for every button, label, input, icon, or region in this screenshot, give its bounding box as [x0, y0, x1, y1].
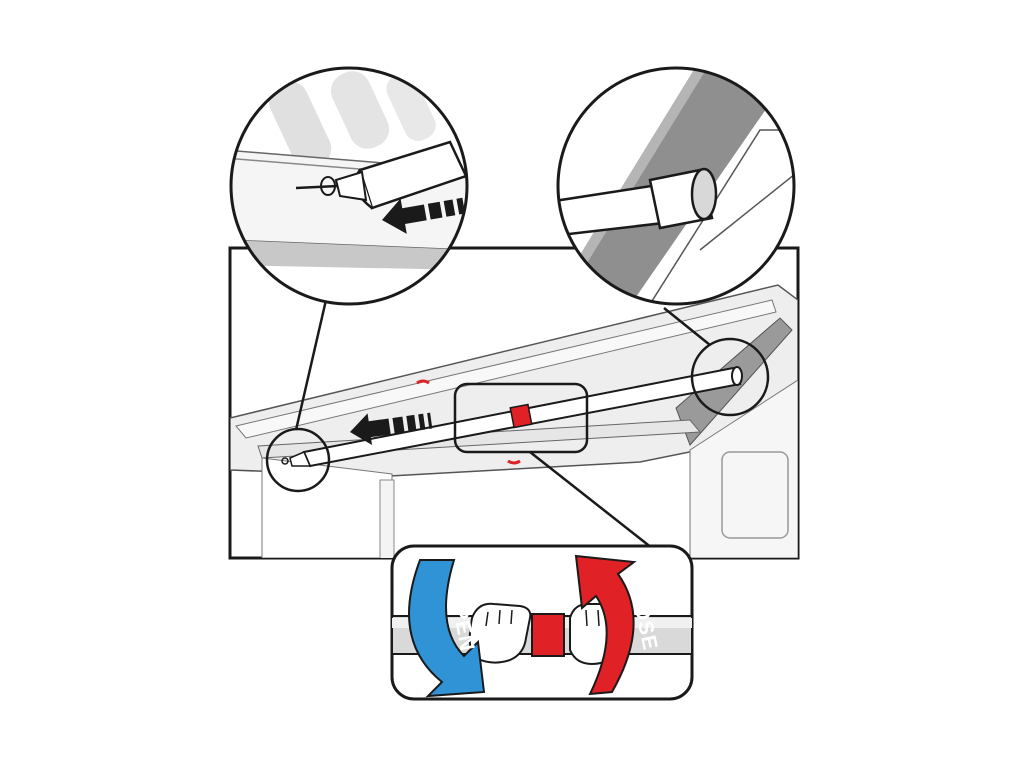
- end-detail-marker: [690, 337, 770, 417]
- tip-magnifier: [229, 66, 469, 306]
- coupling-detail-marker: [453, 382, 589, 454]
- tip-detail-marker: [265, 427, 331, 493]
- curved-arrow-down-icon: [408, 559, 486, 698]
- arrow-left-icon: [350, 412, 433, 446]
- red-coupling: [531, 613, 565, 657]
- arrow-left-icon-zoom: [382, 197, 466, 234]
- curved-arrow-up-icon: [574, 554, 637, 696]
- leader-lines: [294, 299, 711, 549]
- hand-icon: [468, 602, 532, 664]
- twist-lock-inset: OPEN CLOSE: [390, 544, 694, 701]
- telescopic-rod: [281, 366, 743, 468]
